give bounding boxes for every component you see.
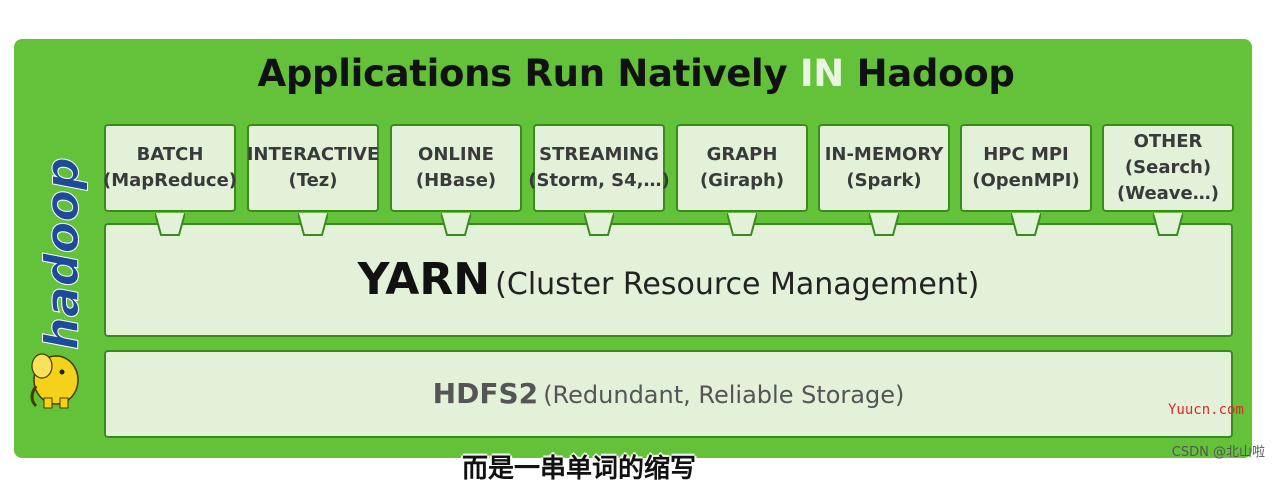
connector-tab	[1153, 213, 1183, 236]
app-box-online: ONLINE (HBase)	[390, 124, 522, 212]
connector-tab	[584, 213, 614, 236]
connector-tab	[298, 213, 328, 236]
yarn-layer: YARN (Cluster Resource Management)	[104, 223, 1233, 337]
app-engine: (Storm, S4,…)	[528, 170, 670, 191]
app-box-interactive: INTERACTIVE (Tez)	[247, 124, 379, 212]
connector-tab	[1011, 213, 1041, 236]
title-text-after: Hadoop	[843, 52, 1015, 95]
app-name: BATCH	[136, 144, 204, 165]
app-engine: (MapReduce)	[102, 170, 238, 191]
yarn-description: (Cluster Resource Management)	[495, 267, 980, 302]
app-engine: (Giraph)	[699, 170, 785, 191]
hdfs-name: HDFS2	[432, 377, 539, 410]
app-name: HPC MPI	[983, 144, 1069, 165]
title-highlight: IN	[799, 52, 844, 95]
app-box-other: OTHER (Search) (Weave…)	[1102, 124, 1234, 212]
app-box-streaming: STREAMING (Storm, S4,…)	[528, 124, 670, 212]
hdfs-description: (Redundant, Reliable Storage)	[543, 381, 905, 409]
app-name: IN-MEMORY	[824, 144, 944, 165]
video-subtitle: 而是一串单词的缩写	[462, 454, 697, 484]
hadoop-logo-text: hadoop	[35, 157, 89, 350]
app-name: INTERACTIVE	[246, 144, 380, 165]
app-engine: (Tez)	[288, 170, 338, 191]
connector-tab	[869, 213, 899, 236]
diagram-title: Applications Run Natively IN Hadoop	[0, 52, 1272, 95]
app-engine-extra: (Weave…)	[1117, 183, 1219, 204]
app-engine: (HBase)	[415, 170, 497, 191]
app-name: STREAMING	[539, 144, 659, 165]
connector-tab	[155, 213, 185, 236]
author-credit: CSDN @北山啦	[1171, 445, 1265, 460]
app-engine: (OpenMPI)	[972, 170, 1080, 191]
app-name: ONLINE	[418, 144, 494, 165]
title-text-before: Applications Run Natively	[257, 52, 800, 95]
app-engine: (Spark)	[846, 170, 922, 191]
app-name: GRAPH	[706, 144, 778, 165]
app-name: OTHER	[1133, 131, 1203, 152]
elephant-icon	[30, 353, 79, 409]
hdfs-layer: HDFS2 (Redundant, Reliable Storage)	[104, 350, 1233, 438]
hadoop-logo: hadoop	[30, 157, 90, 409]
connector-tab	[727, 213, 757, 236]
app-box-in-memory: IN-MEMORY (Spark)	[818, 124, 950, 212]
app-box-hpc-mpi: HPC MPI (OpenMPI)	[960, 124, 1092, 212]
connector-tab	[441, 213, 471, 236]
yarn-name: YARN	[357, 254, 491, 305]
app-box-batch: BATCH (MapReduce)	[102, 124, 238, 212]
site-watermark: Yuucn.com	[1168, 402, 1244, 418]
app-box-graph: GRAPH (Giraph)	[676, 124, 808, 212]
app-engine: (Search)	[1124, 157, 1212, 178]
